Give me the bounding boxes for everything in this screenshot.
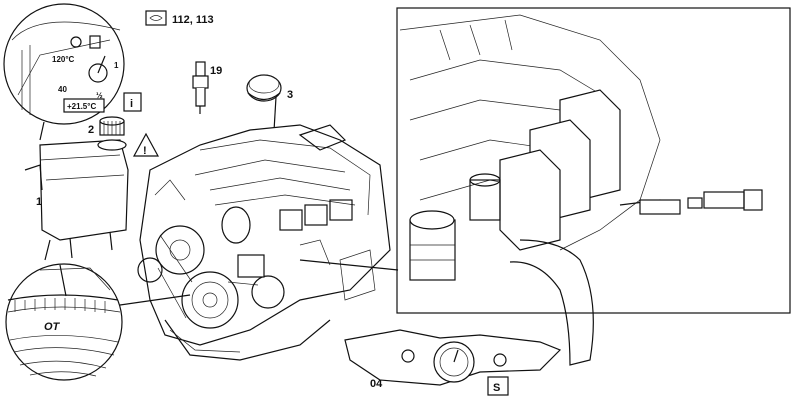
oil-filler-cap: 3	[246, 74, 293, 102]
gauge-readout: +21.5°C	[67, 102, 96, 111]
coolant-cap: 2	[88, 116, 125, 136]
info-icon: i	[130, 98, 133, 110]
crankshaft-pulley	[181, 271, 239, 329]
spark-plug: 19	[192, 61, 222, 114]
ignition-tester-tool: 04	[344, 329, 562, 390]
water-pump-pulley	[155, 225, 205, 275]
pulley-mark-detail: OT	[5, 263, 123, 381]
manual-reference-icon	[145, 10, 167, 26]
tester-cable	[509, 239, 594, 366]
tdc-mark-label: OT	[44, 321, 61, 333]
gauge-half-label: ½	[96, 91, 103, 100]
reference-numbers: 112, 113	[172, 14, 214, 26]
info-symbol: i	[123, 92, 142, 112]
spark-plug-connector	[639, 199, 681, 215]
oil-filter	[221, 206, 251, 244]
coolant-temp-icon	[70, 36, 82, 48]
special-tool-symbol: S	[487, 376, 509, 396]
coolant-reservoir: 1	[24, 139, 129, 261]
tool-label: 04	[370, 378, 383, 390]
spark-plug-label: 19	[210, 65, 222, 77]
warning-symbol: !	[132, 132, 160, 157]
reservoir-label: 1	[36, 196, 42, 208]
oil-cap-label: 3	[287, 89, 293, 101]
fuel-pump-icon	[89, 35, 101, 49]
manual-reference: 112, 113	[145, 10, 214, 26]
gauge-needle-hub	[88, 63, 108, 83]
warning-icon: !	[143, 145, 147, 157]
special-tool-icon: S	[493, 382, 500, 394]
gauge-temp-label: 120°C	[52, 55, 75, 64]
cap-label: 2	[88, 124, 94, 136]
gauge-detail: 120°C 40 ½ 1 +21.5°C	[3, 3, 125, 125]
engine	[137, 124, 391, 361]
ignition-detail-inset	[396, 7, 791, 366]
inset-oil-filter	[409, 219, 456, 281]
gauge-full-label: 1	[114, 61, 119, 70]
gauge-40-label: 40	[58, 85, 67, 94]
inset-spark-plug	[703, 191, 745, 209]
ignition-coil-lower	[499, 149, 561, 251]
